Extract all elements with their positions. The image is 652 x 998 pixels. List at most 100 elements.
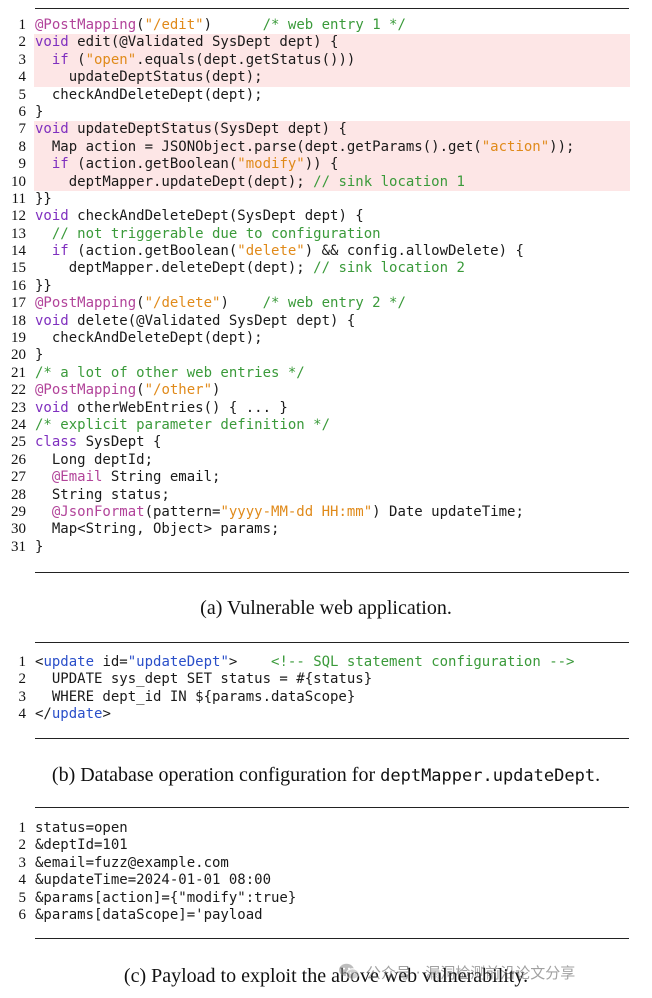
line-number: 1 [18, 820, 27, 836]
code-text: &deptId=101 [35, 837, 128, 854]
code-line: 1<update id="updateDept"> <!-- SQL state… [0, 654, 652, 671]
code-token: </ [35, 706, 52, 723]
code-token: // sink location 2 [313, 260, 465, 277]
watermark: 公众号 · 漏洞检测前沿论文分享 [338, 960, 575, 984]
code-token: } [35, 103, 44, 120]
code-text: <update id="updateDept"> <!-- SQL statem… [35, 654, 574, 671]
line-number: 31 [11, 538, 26, 555]
code-line: 9 if (action.getBoolean("modify")) { [0, 156, 652, 174]
code-token: // sink location 1 [313, 173, 465, 190]
code-line: 3&email=fuzz@example.com [0, 855, 652, 872]
code-text: &updateTime=2024-01-01 08:00 [35, 872, 271, 889]
code-token: ) Date updateTime; [372, 503, 524, 520]
code-line: 29 @JsonFormat(pattern="yyyy-MM-dd HH:mm… [0, 504, 652, 521]
code-token: String email; [102, 469, 221, 486]
line-number: 17 [11, 295, 26, 312]
line-number: 15 [11, 260, 26, 277]
line-number: 21 [11, 364, 26, 381]
code-token: otherWebEntries() { ... } [68, 399, 288, 416]
code-text: }} [35, 278, 52, 295]
caption-c: (c) Payload to exploit the above web vul… [123, 965, 529, 987]
line-number: 3 [18, 51, 27, 68]
line-number: 24 [11, 416, 26, 433]
code-token: checkAndDeleteDept(SysDept dept) { [68, 208, 364, 225]
code-token: &email=fuzz@example.com [35, 854, 229, 871]
code-line: 3 if ("open".equals(dept.getStatus())) [0, 51, 652, 70]
code-text: checkAndDeleteDept(dept); [35, 87, 263, 104]
code-token: } [35, 538, 44, 555]
code-token: "action" [481, 138, 550, 155]
line-number: 30 [11, 521, 26, 538]
code-line: 28 String status; [0, 487, 652, 504]
code-token: /* web entry 1 */ [262, 17, 406, 33]
code-text: status=open [35, 820, 128, 837]
code-text: void delete(@Validated SysDept dept) { [35, 313, 355, 330]
code-token: ( [136, 295, 145, 312]
line-number: 2 [18, 837, 27, 854]
line-number: 4 [18, 69, 27, 86]
rule-a-bottom [35, 572, 629, 573]
rule-c-top [35, 807, 629, 808]
line-number: 1 [18, 17, 27, 33]
code-token: ) [203, 17, 263, 33]
code-text: UPDATE sys_dept SET status = #{status} [35, 671, 372, 688]
line-number: 10 [11, 173, 26, 190]
code-token [35, 469, 52, 485]
code-token: > [102, 706, 111, 723]
code-line: 6} [0, 104, 652, 121]
code-text: void otherWebEntries() { ... } [35, 400, 288, 417]
code-token: > [228, 654, 272, 670]
code-token: "yyyy-MM-dd HH:mm" [220, 503, 373, 520]
code-text: Map<String, Object> params; [35, 521, 280, 538]
line-number: 5 [18, 889, 27, 906]
code-text: } [35, 104, 43, 121]
code-token: @PostMapping [35, 295, 137, 312]
code-token [35, 504, 52, 520]
line-number: 4 [18, 706, 27, 723]
code-token: "/edit" [144, 17, 204, 33]
code-text: }} [35, 191, 52, 208]
line-number: 16 [11, 277, 26, 294]
line-number: 25 [11, 434, 26, 451]
line-number: 7 [18, 121, 27, 138]
code-token: delete(@Validated SysDept dept) { [68, 312, 356, 329]
code-line: 19 checkAndDeleteDept(dept); [0, 330, 652, 347]
code-token: ( [68, 51, 86, 68]
code-token: String status; [35, 486, 170, 503]
code-line: 4 </update> [0, 706, 652, 723]
code-text: WHERE dept_id IN ${params.dataScope} [35, 689, 355, 706]
code-text: if ("open".equals(dept.getStatus())) [35, 52, 364, 69]
code-token: <!-- SQL statement configuration --> [271, 654, 575, 670]
code-listing-b: 1<update id="updateDept"> <!-- SQL state… [0, 654, 652, 724]
code-line: 31} [0, 539, 652, 556]
code-token: if [51, 156, 69, 173]
code-text: @JsonFormat(pattern="yyyy-MM-dd HH:mm") … [35, 504, 524, 521]
code-text: &params[action]={"modify":true} [35, 890, 296, 907]
code-line: 2 UPDATE sys_dept SET status = #{status} [0, 671, 652, 688]
code-token: (action.getBoolean( [68, 156, 238, 173]
line-number: 9 [18, 156, 27, 173]
code-token: }} [35, 190, 52, 207]
code-text: &email=fuzz@example.com [35, 855, 229, 872]
caption-b-code: deptMapper.updateDept [380, 766, 596, 786]
line-number: 5 [18, 86, 27, 103]
code-text: Long deptId; [35, 452, 153, 469]
code-token: // not triggerable due to configuration [51, 225, 381, 242]
code-text: void checkAndDeleteDept(SysDept dept) { [35, 208, 364, 225]
code-token: }} [35, 277, 52, 294]
line-number: 28 [11, 486, 26, 503]
code-line: 4 updateDeptStatus(dept); [0, 69, 652, 87]
caption-b: (b) Database operation configuration for… [0, 764, 652, 787]
rule-b-top [35, 642, 629, 643]
code-token: void [35, 208, 69, 225]
rule-c-bottom [35, 938, 629, 939]
caption-b-suffix: . [595, 764, 601, 786]
code-token: ( [136, 382, 145, 399]
code-text: /* explicit parameter definition */ [35, 417, 330, 434]
line-number: 3 [18, 688, 27, 705]
code-text: String status; [35, 487, 170, 504]
code-token: update [51, 706, 103, 723]
code-token: if [51, 51, 69, 68]
line-number: 19 [11, 330, 26, 347]
